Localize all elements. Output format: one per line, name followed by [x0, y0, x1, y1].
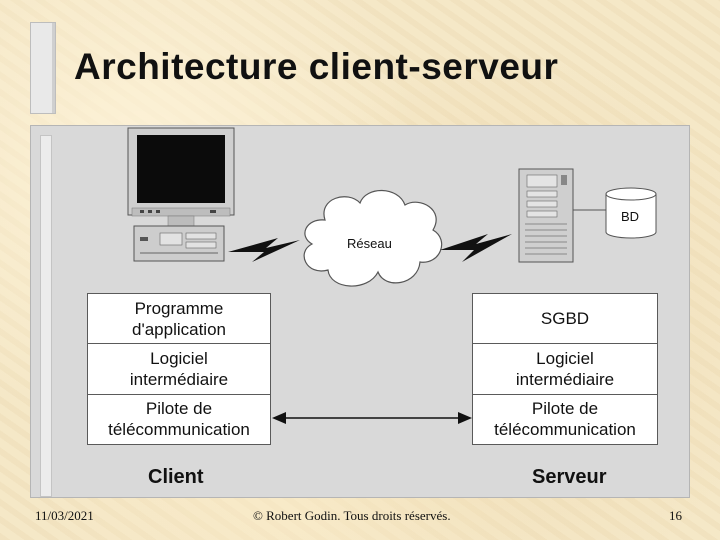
network-label: Réseau	[347, 236, 392, 251]
double-arrow-icon	[272, 412, 472, 424]
title-accent-bar	[30, 22, 56, 114]
diagram-accent-bar	[40, 135, 52, 497]
slide-copyright: © Robert Godin. Tous droits réservés.	[253, 508, 451, 523]
server-layer-middleware: Logiciel intermédiaire	[473, 344, 657, 395]
desktop-unit-icon	[133, 225, 225, 262]
lightning-icon	[228, 238, 300, 262]
cloud-icon	[303, 189, 443, 287]
client-layer-middleware: Logiciel intermédiaire	[88, 344, 270, 395]
slide-title: Architecture client-serveur	[74, 46, 559, 87]
server-label: Serveur	[532, 466, 607, 488]
client-label: Client	[148, 466, 204, 488]
server-layer-dbms: SGBD	[473, 294, 657, 345]
server-tower-icon	[518, 168, 574, 263]
slide-page-number: 16	[669, 508, 682, 523]
server-stack: SGBD Logiciel intermédiaire Pilote de té…	[472, 293, 658, 445]
monitor-icon	[127, 127, 235, 227]
database-label: BD	[621, 209, 640, 224]
client-stack: Programme d'application Logiciel intermé…	[87, 293, 271, 445]
server-layer-driver: Pilote de télécommunication	[494, 399, 636, 440]
client-layer-application: Programme d'application	[88, 294, 270, 345]
database-icon	[605, 187, 657, 239]
slide-date: 11/03/2021	[35, 508, 94, 523]
client-layer-driver: Pilote de télécommunication	[108, 399, 250, 440]
lightning-icon	[440, 234, 512, 262]
